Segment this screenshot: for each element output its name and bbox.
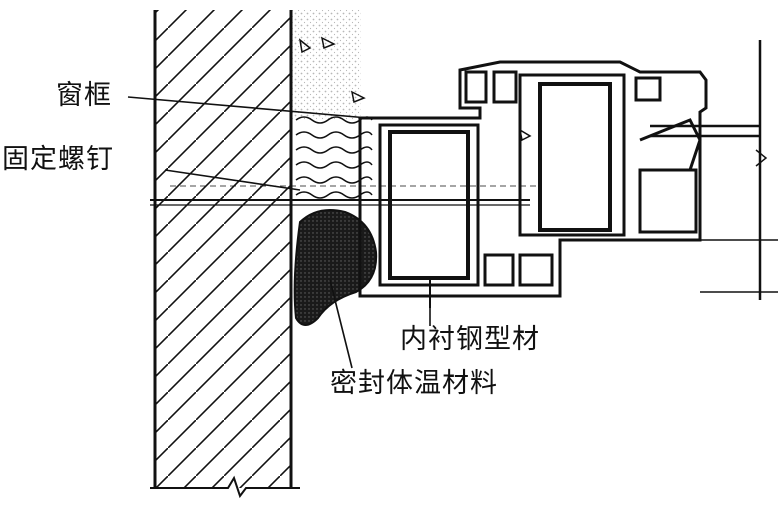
label-fixing-screw: 固定螺钉	[2, 144, 114, 175]
leader-lines	[127, 96, 431, 369]
plaster-layer	[291, 10, 532, 142]
window-frame-profile	[358, 60, 708, 308]
leader-window-frame	[127, 96, 369, 119]
sealant-mass	[293, 209, 378, 326]
leader-sealant	[329, 279, 353, 369]
label-steel-reinforcement: 内衬钢型材	[400, 324, 540, 355]
label-sealing-insulation: 密封体温材料	[330, 368, 498, 399]
glass-pane	[650, 40, 778, 300]
label-window-frame: 窗框	[56, 80, 112, 111]
masonry-wall	[150, 10, 300, 499]
leader-fixing-screw	[164, 169, 301, 191]
